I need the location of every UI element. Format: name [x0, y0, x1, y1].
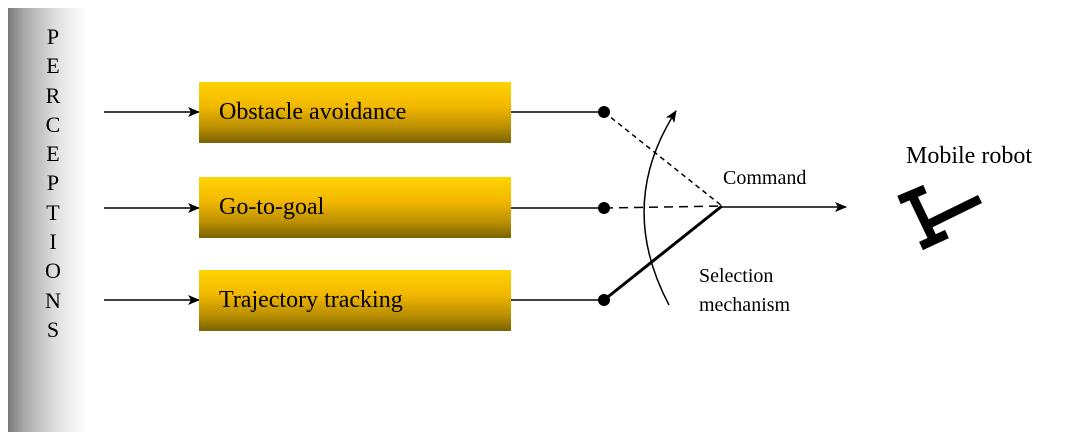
selection-label-line2: mechanism [699, 294, 791, 316]
switch-dashed-obstacle [603, 111, 723, 207]
command-label: Command [723, 167, 807, 189]
selection-label-line1: Selection [699, 265, 774, 287]
mobile-robot-icon [897, 184, 982, 251]
perceptions-letter: N [45, 287, 61, 313]
perceptions-bar: P E R C E P T I O N S [8, 8, 88, 432]
perceptions-letter: E [46, 53, 60, 79]
behavior-trajectory-tracking: Trajectory tracking [199, 270, 511, 331]
perceptions-letter: O [45, 258, 61, 284]
behavior-label: Obstacle avoidance [219, 99, 407, 125]
behavior-label: Go-to-goal [219, 194, 325, 220]
selection-mechanism-label: Selection mechanism [699, 262, 790, 320]
perceptions-letter: C [45, 111, 61, 137]
perceptions-letter: T [46, 199, 60, 225]
selection-curve-arrow [643, 110, 677, 306]
perceptions-letter: I [49, 229, 57, 255]
behavior-obstacle-avoidance: Obstacle avoidance [199, 82, 511, 143]
perceptions-letter: P [46, 170, 60, 196]
switch-dashed-goal [603, 205, 723, 209]
perceptions-letter: E [46, 141, 60, 167]
behavior-label: Trajectory tracking [219, 287, 403, 313]
mobile-robot-label: Mobile robot [906, 143, 1032, 169]
switch-active-trajectory [603, 204, 723, 302]
perceptions-letter: S [46, 316, 60, 342]
perceptions-letter: P [46, 24, 60, 49]
behavior-go-to-goal: Go-to-goal [199, 177, 511, 238]
perceptions-letter: R [45, 82, 61, 108]
